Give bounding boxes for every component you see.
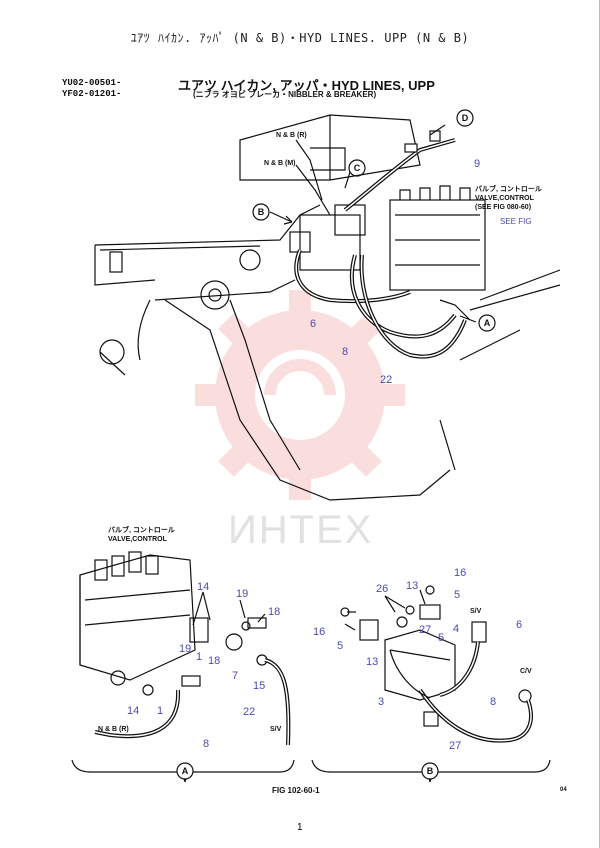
callout-r27[interactable]: 27: [419, 624, 432, 636]
letter-d-top: D: [462, 113, 469, 123]
callout-l1[interactable]: 1: [196, 651, 203, 663]
callout-r5[interactable]: 5: [454, 589, 461, 601]
callout-r6[interactable]: 6: [516, 619, 523, 631]
callout-r26[interactable]: 26: [376, 583, 389, 595]
callout-r16[interactable]: 16: [454, 567, 467, 579]
code-line-2: YF02-01201-: [62, 89, 122, 99]
callout-r3[interactable]: 3: [378, 696, 385, 708]
callout-r5b[interactable]: 5: [337, 640, 344, 652]
callout-l19[interactable]: 19: [236, 588, 249, 600]
letter-a-bottom: A: [182, 766, 189, 776]
see-fig-link[interactable]: SEE FIG: [500, 217, 532, 226]
callout-l19b[interactable]: 19: [179, 643, 192, 655]
figure-number: FIG 102-60-1: [272, 786, 320, 795]
callout-8[interactable]: 8: [342, 346, 349, 358]
callout-l8[interactable]: 8: [203, 738, 210, 750]
callout-l18[interactable]: 18: [268, 606, 281, 618]
watermark-text: ИНТЕХ: [228, 508, 374, 552]
letter-b-bottom: B: [427, 766, 434, 776]
letter-a-top: A: [484, 318, 491, 328]
letter-c-top: C: [354, 163, 361, 173]
letter-b-top: B: [258, 207, 265, 217]
diagram-subtitle: (ニブラ オヨビ ブレーカ・NIBBLER & BREAKER): [193, 90, 377, 99]
label-valve2-jp: バルブ, コントロール: [108, 527, 175, 534]
callout-9[interactable]: 9: [474, 158, 481, 170]
callout-l18b[interactable]: 18: [208, 655, 221, 667]
label-sv-1: S/V: [270, 726, 282, 733]
callout-r13b[interactable]: 13: [366, 656, 379, 668]
callout-l1b[interactable]: 1: [157, 705, 164, 717]
callout-l15[interactable]: 15: [253, 680, 266, 692]
label-nb-r: N & B (R): [276, 132, 307, 139]
page-header-title: ﾕｱﾂ ﾊｲｶﾝ. ｱｯﾊﾟ (N & B)・HYD LINES. UPP (N…: [130, 31, 470, 45]
callout-r27b[interactable]: 27: [449, 740, 462, 752]
label-cv: C/V: [520, 668, 532, 675]
label-valve2-en: VALVE,CONTROL: [108, 536, 167, 543]
callout-r5c[interactable]: 5: [438, 632, 445, 644]
callout-r8[interactable]: 8: [490, 696, 497, 708]
code-line-1: YU02-00501-: [62, 78, 122, 88]
watermark-gear-icon: [195, 290, 405, 500]
label-see-fig: (SEE FIG 080-60): [475, 204, 532, 211]
callout-l22[interactable]: 22: [243, 706, 256, 718]
callout-6[interactable]: 6: [310, 318, 317, 330]
callout-l7[interactable]: 7: [232, 670, 239, 682]
callout-r13[interactable]: 13: [406, 580, 419, 592]
callout-22[interactable]: 22: [380, 374, 393, 386]
label-valve-en: VALVE,CONTROL: [475, 195, 534, 202]
callout-r16b[interactable]: 16: [313, 626, 326, 638]
callout-l14[interactable]: 14: [197, 581, 210, 593]
page-number: 1: [297, 822, 303, 833]
label-sv-2: S/V: [470, 608, 482, 615]
callout-r4[interactable]: 4: [453, 623, 460, 635]
label-nb-r-2: N & B (R): [98, 726, 129, 733]
revision-number: 04: [560, 787, 567, 793]
label-valve-jp: バルブ, コントロール: [475, 186, 542, 193]
diagram-title: ユアツ ハイカン, アッパ・HYD LINES, UPP: [178, 78, 435, 93]
callout-l14b[interactable]: 14: [127, 705, 140, 717]
label-nb-m: N & B (M): [264, 160, 296, 167]
